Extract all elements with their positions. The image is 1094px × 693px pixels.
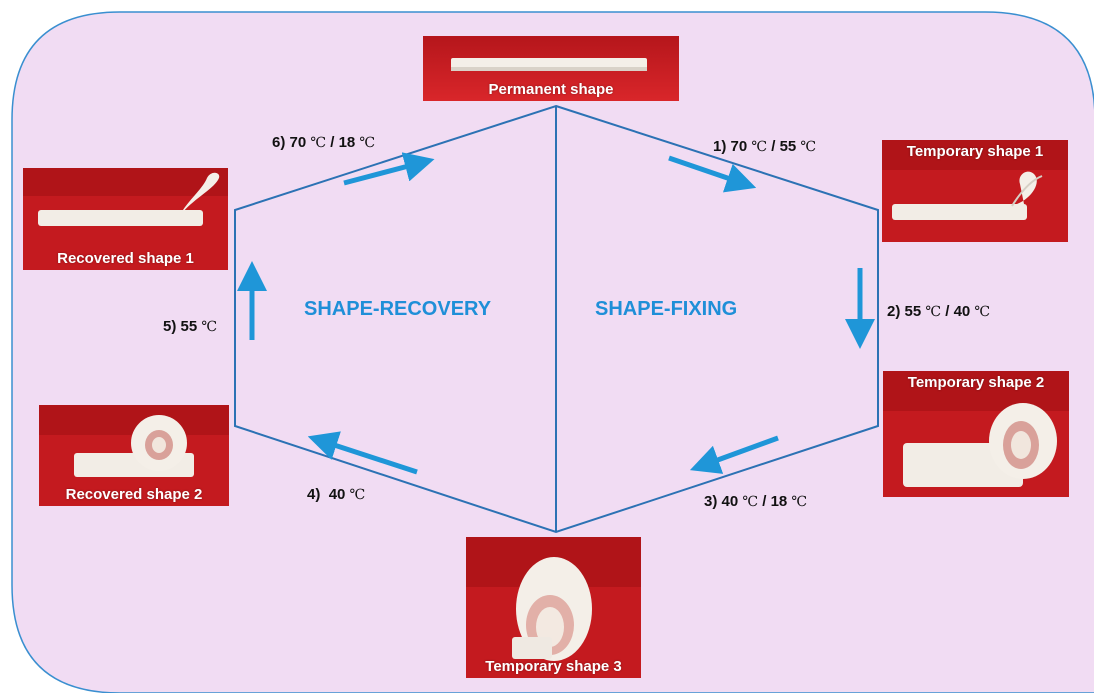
- photo-permanent-shape: Permanent shape: [423, 36, 679, 101]
- step-label-3: 3) 40 ℃ / 18 ℃: [704, 493, 807, 510]
- photo-temporary-shape-1: Temporary shape 1: [882, 140, 1068, 242]
- step-label-5: 5) 55 ℃: [163, 318, 217, 335]
- step-label-1: 1) 70 ℃ / 55 ℃: [713, 138, 816, 155]
- label-temporary-shape-2: Temporary shape 2: [883, 374, 1069, 391]
- photo-recovered-shape-1: Recovered shape 1: [23, 168, 228, 270]
- label-recovered-shape-2: Recovered shape 2: [39, 486, 229, 503]
- label-permanent-shape: Permanent shape: [423, 81, 679, 98]
- step-label-4: 4) 40 ℃: [307, 486, 365, 503]
- photo-temporary-shape-2: Temporary shape 2: [883, 371, 1069, 497]
- step-label-2: 2) 55 ℃ / 40 ℃: [887, 303, 990, 320]
- photo-recovered-shape-2: Recovered shape 2: [39, 405, 229, 506]
- step-label-6: 6) 70 ℃ / 18 ℃: [272, 134, 375, 151]
- label-recovered-shape-1: Recovered shape 1: [23, 250, 228, 267]
- label-temporary-shape-3: Temporary shape 3: [466, 658, 641, 675]
- phase-title-recovery: SHAPE-RECOVERY: [304, 298, 491, 321]
- photo-temporary-shape-3: Temporary shape 3: [466, 537, 641, 678]
- label-temporary-shape-1: Temporary shape 1: [882, 143, 1068, 160]
- temporary-shape-3-image: [466, 537, 641, 678]
- phase-title-fixing: SHAPE-FIXING: [595, 298, 737, 321]
